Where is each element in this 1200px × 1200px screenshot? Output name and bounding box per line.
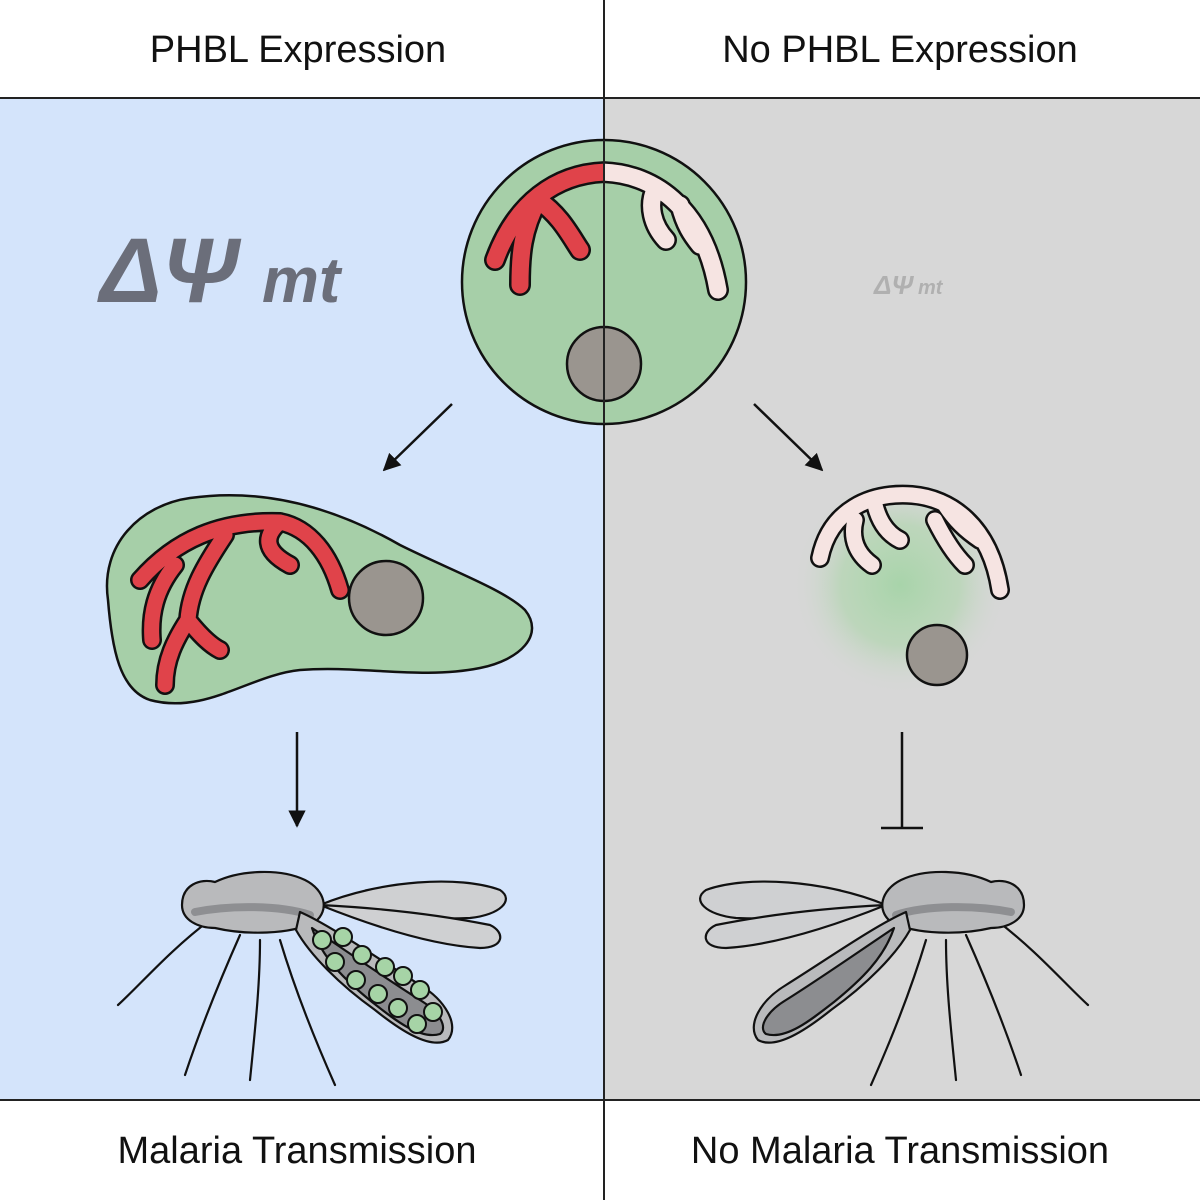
delta-psi-small-subscript: mt: [918, 277, 944, 299]
round-cell: [462, 140, 746, 424]
diffuse-cytoplasm: [792, 475, 1008, 695]
footer-right: No Malaria Transmission: [691, 1130, 1109, 1172]
failed-cell: [792, 475, 1008, 695]
delta-psi-subscript: mt: [262, 244, 343, 316]
header-left: PHBL Expression: [150, 29, 446, 71]
nucleus-ookinete: [349, 561, 423, 635]
header-right: No PHBL Expression: [722, 29, 1078, 71]
delta-psi-symbol: ΔΨ: [97, 220, 242, 322]
footer-left: Malaria Transmission: [118, 1130, 477, 1172]
delta-psi-small-symbol: ΔΨ: [873, 270, 914, 300]
nucleus-failed: [907, 625, 967, 685]
